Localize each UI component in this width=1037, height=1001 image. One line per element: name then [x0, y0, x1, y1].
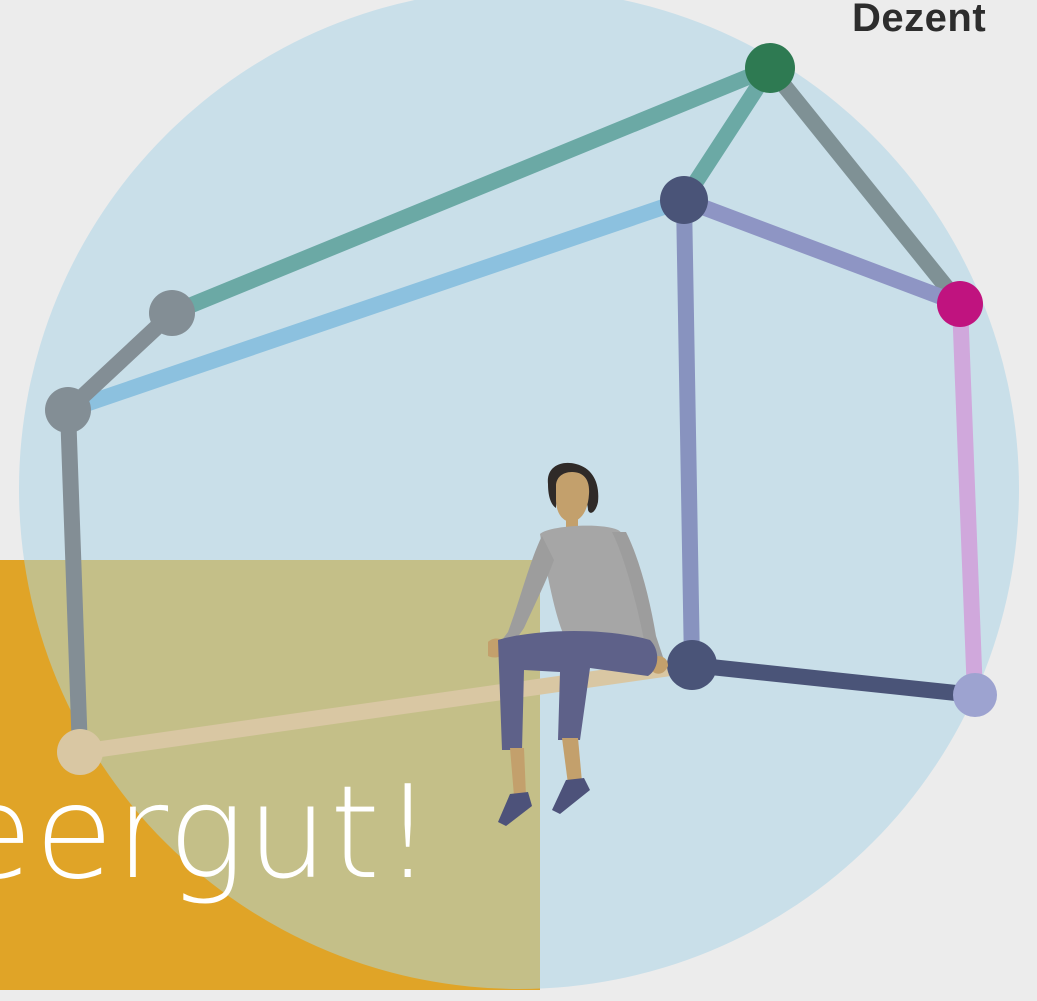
node-gray-left	[45, 387, 91, 433]
node-green	[745, 43, 795, 93]
node-dark-bottom	[667, 640, 717, 690]
node-gray-upper	[149, 290, 195, 336]
node-dark-top	[660, 176, 708, 224]
node-magenta	[937, 281, 983, 327]
node-lavender	[953, 673, 997, 717]
slogan-text: eergut!	[0, 770, 435, 898]
frame-line-purple	[684, 200, 692, 665]
